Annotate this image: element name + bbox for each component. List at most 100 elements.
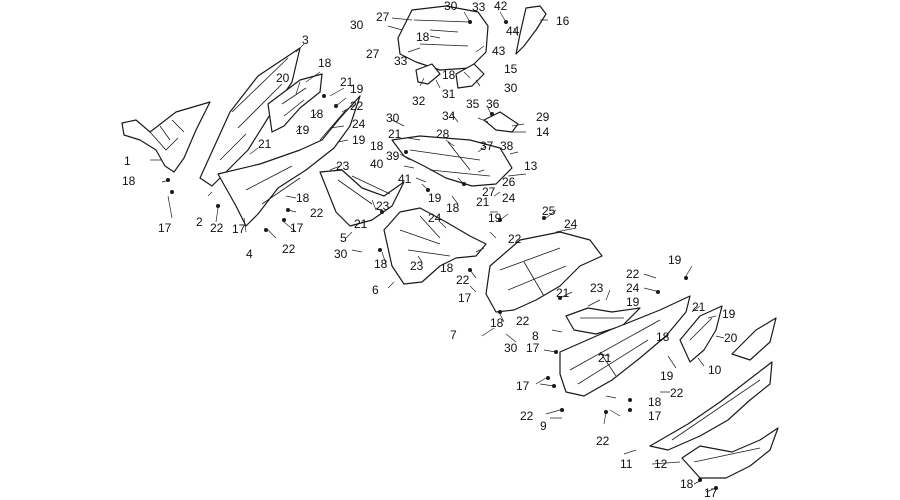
callout-11: 11: [620, 457, 633, 471]
part-6-under-tray: [383, 207, 487, 285]
part-4-lower-panel: [217, 95, 361, 227]
part-8-lower-piece: [565, 307, 641, 335]
part-20-upper-panel: [267, 73, 323, 133]
callout-19: 19: [488, 211, 502, 225]
callout-27: 27: [376, 10, 390, 24]
fastener: [264, 228, 268, 232]
fastener: [468, 268, 472, 272]
callout-19: 19: [352, 133, 366, 147]
callout-19: 19: [722, 307, 736, 321]
body-panels: [121, 5, 779, 479]
callout-21: 21: [476, 195, 490, 209]
fastener: [498, 218, 502, 222]
fastener: [166, 178, 170, 182]
callout-22: 22: [282, 242, 296, 256]
callout-18: 18: [370, 139, 384, 153]
callout-8: 8: [532, 329, 539, 343]
callout-23: 23: [410, 259, 424, 273]
fastener: [504, 20, 508, 24]
callout-18: 18: [680, 477, 694, 491]
callout-21: 21: [388, 127, 402, 141]
part-12-detail: [693, 447, 761, 463]
callout-22: 22: [508, 232, 522, 246]
part-20-detail: [281, 87, 307, 117]
part-31-dash-shell: [397, 5, 489, 71]
part-31-detail: [413, 19, 471, 47]
callout-18: 18: [648, 395, 662, 409]
part-11-upper-panel: [731, 317, 777, 361]
fastener: [468, 20, 472, 24]
callout-35: 35: [466, 97, 480, 111]
callout-22: 22: [350, 99, 364, 113]
callout-27: 27: [366, 47, 380, 61]
fastener: [498, 310, 502, 314]
callout-24: 24: [352, 117, 366, 131]
part-11-detail: [671, 379, 761, 441]
fastener: [714, 486, 718, 490]
callout-22: 22: [310, 206, 324, 220]
callout-31: 31: [442, 87, 456, 101]
callout-21: 21: [556, 286, 570, 300]
fastener: [426, 188, 430, 192]
part-16-visor: [515, 5, 547, 55]
fastener: [542, 216, 546, 220]
callout-17: 17: [704, 486, 718, 500]
callout-18: 18: [446, 201, 460, 215]
callout-21: 21: [258, 137, 272, 151]
callout-18: 18: [656, 330, 670, 344]
callout-18: 18: [374, 257, 388, 271]
part-32-bracket: [415, 63, 441, 85]
callout-22: 22: [520, 409, 534, 423]
callout-19: 19: [428, 191, 442, 205]
fastener: [656, 290, 660, 294]
fastener: [286, 208, 290, 212]
callout-21: 21: [692, 300, 706, 314]
fastener: [334, 104, 338, 108]
callout-20: 20: [276, 71, 290, 85]
callout-18: 18: [296, 191, 310, 205]
callout-37: 37: [480, 139, 494, 153]
callout-26: 26: [502, 175, 516, 189]
part-15-bracket: [455, 63, 485, 89]
callout-18: 18: [318, 56, 332, 70]
part-13-center-fairing: [391, 135, 513, 187]
callout-22: 22: [670, 386, 684, 400]
leader-lines: [150, 11, 725, 493]
part-7-center-floor: [485, 231, 603, 313]
part-6-detail: [399, 215, 451, 257]
callout-29: 29: [536, 110, 550, 124]
callout-30: 30: [386, 111, 400, 125]
part-1-bracket: [121, 101, 211, 173]
callout-17: 17: [648, 409, 662, 423]
callout-30: 30: [504, 341, 518, 355]
callout-17: 17: [526, 341, 540, 355]
part-5-detail: [337, 175, 391, 205]
callout-3: 3: [302, 33, 309, 47]
fastener: [604, 410, 608, 414]
callout-17: 17: [516, 379, 530, 393]
callout-20: 20: [724, 331, 738, 345]
fastener: [490, 112, 494, 116]
callout-18: 18: [440, 261, 454, 275]
callout-33: 33: [472, 0, 486, 14]
callout-24: 24: [626, 281, 640, 295]
part-1-detail: [149, 119, 185, 151]
callout-13: 13: [524, 159, 538, 173]
callout-33: 33: [394, 54, 408, 68]
fastener: [698, 478, 702, 482]
callout-21: 21: [340, 75, 354, 89]
callout-23: 23: [336, 159, 350, 173]
part-12-rear-lower: [681, 427, 779, 479]
callout-7: 7: [450, 328, 457, 342]
callout-1: 1: [124, 154, 131, 168]
callout-labels: 27 30 30 18 27 33 42 44 16 43 33 18 15 3…: [122, 0, 738, 500]
callout-39: 39: [386, 149, 400, 163]
callout-22: 22: [596, 434, 610, 448]
callout-38: 38: [500, 139, 514, 153]
callout-30: 30: [504, 81, 518, 95]
fastener: [170, 190, 174, 194]
callout-17: 17: [158, 221, 172, 235]
fastener: [558, 296, 562, 300]
